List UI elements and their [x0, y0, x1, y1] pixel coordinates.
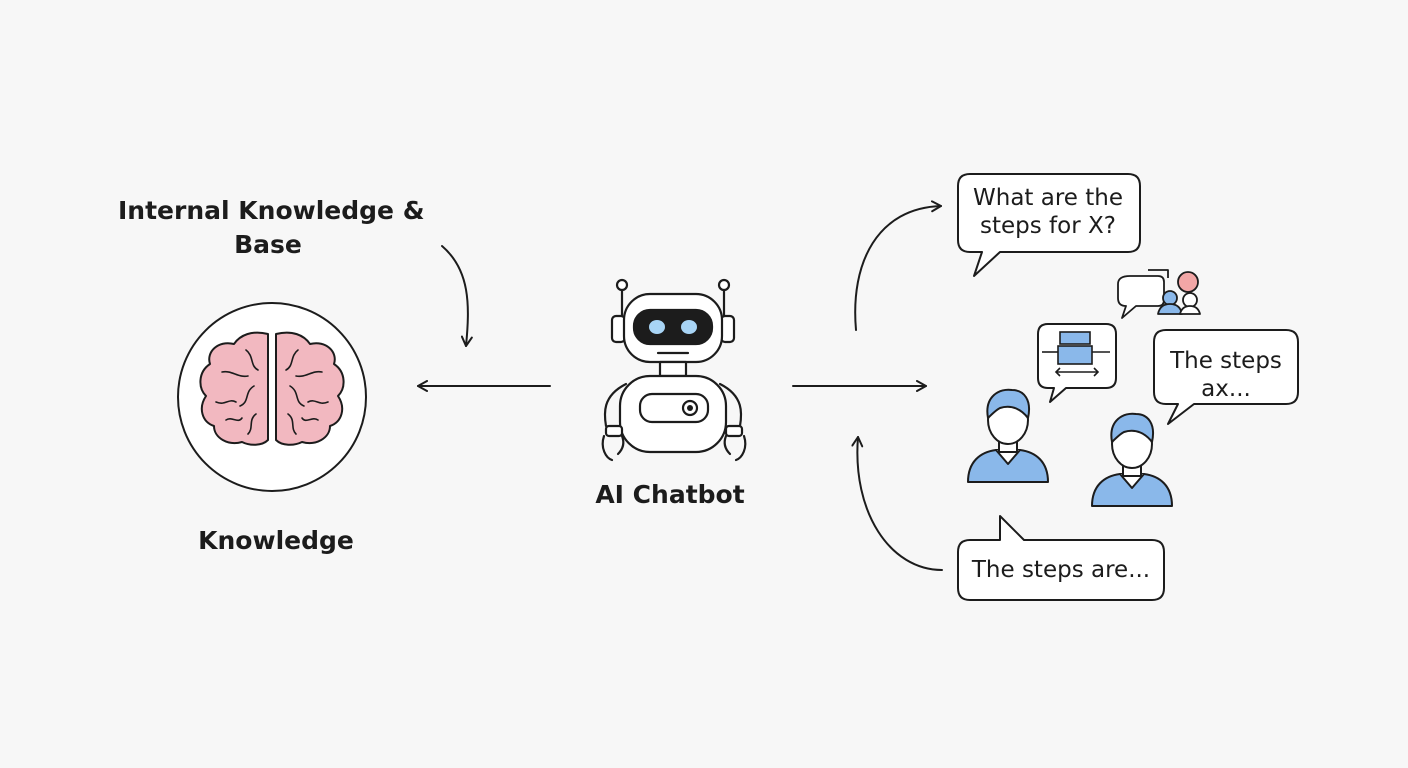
user-avatar-1: [967, 388, 1049, 483]
robot-icon: [601, 278, 747, 462]
knowledge-base-title-line2: Base: [234, 230, 302, 259]
document-bubble-icon: [1037, 323, 1117, 403]
reply-bubble: [1153, 329, 1299, 425]
knowledge-label: Knowledge: [198, 526, 354, 555]
arrow-title-to-brain: [441, 245, 473, 347]
reply-line1: The steps: [1170, 348, 1282, 374]
arrow-from-answer: [851, 436, 943, 571]
reply-text: The steps ax...: [1156, 347, 1296, 403]
question-line1: What are the: [973, 185, 1123, 211]
answer-bubble: [957, 515, 1165, 601]
knowledge-base-title: Internal Knowledge & Base: [118, 194, 425, 262]
chatbot-label: AI Chatbot: [595, 480, 745, 509]
team-chat-icon: [1117, 269, 1201, 319]
question-bubble: [957, 173, 1141, 277]
knowledge-base-title-line1: Internal Knowledge &: [118, 196, 425, 225]
reply-line2: ax...: [1201, 376, 1251, 402]
question-line2: steps for X?: [980, 213, 1116, 239]
question-text: What are the steps for X?: [960, 184, 1136, 240]
user-avatar-2: [1091, 412, 1173, 507]
brain-icon: [177, 302, 367, 492]
arrow-to-question: [854, 200, 942, 331]
answer-text: The steps are...: [971, 557, 1151, 583]
